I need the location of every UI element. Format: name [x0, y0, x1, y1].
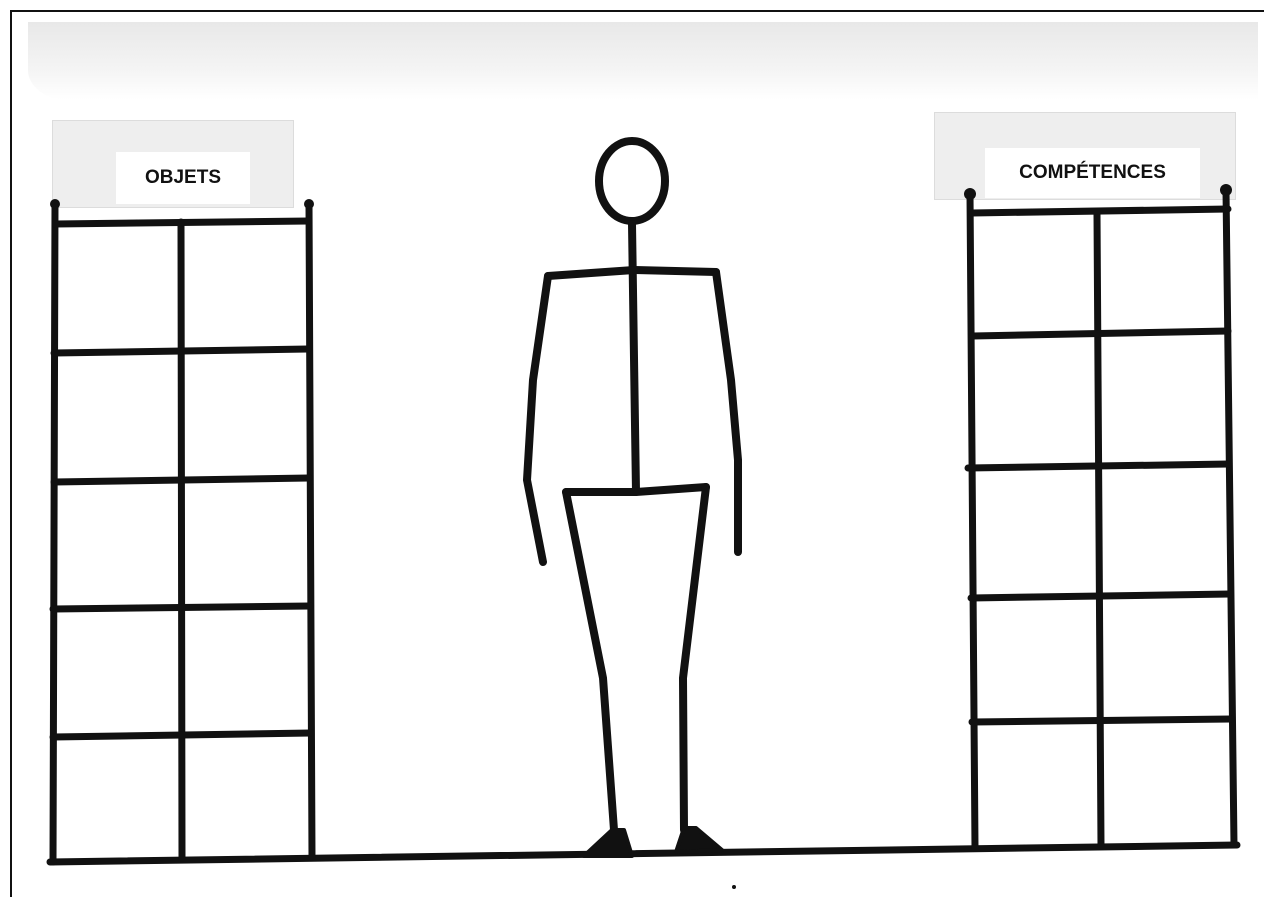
figure-right-leg — [683, 487, 706, 830]
skills-grid — [968, 190, 1234, 848]
figure-neck-spine — [632, 224, 636, 492]
skills-post-cap-right — [1220, 184, 1232, 196]
figure-left-foot — [584, 830, 632, 856]
skills-grid-rule-2 — [973, 331, 1228, 336]
objects-grid-middle-post — [181, 222, 182, 858]
objects-grid-left-post — [53, 204, 55, 862]
skills-post-cap-left — [964, 188, 976, 200]
objects-post-cap-right — [304, 199, 314, 209]
skills-grid-rule-1 — [972, 209, 1228, 213]
skills-grid-left-post — [970, 194, 975, 848]
objects-grid-rule-2 — [54, 349, 308, 353]
figure-left-arm — [527, 276, 548, 562]
skills-grid-rule-4 — [971, 594, 1230, 598]
figure-head — [599, 141, 665, 221]
objects-grid-rule-5 — [53, 733, 311, 737]
figure-right-arm — [716, 272, 738, 552]
skills-grid-right-post — [1226, 190, 1234, 845]
objects-grid-rule-4 — [53, 606, 310, 609]
stick-figure — [527, 141, 738, 830]
objects-post-cap-left — [50, 199, 60, 209]
objects-grid — [53, 203, 312, 862]
skills-grid-rule-3 — [968, 464, 1229, 468]
figure-left-leg — [566, 492, 614, 830]
ink-speck — [732, 885, 736, 889]
objects-grid-rule-3 — [54, 478, 309, 482]
skills-grid-rule-5 — [972, 719, 1231, 722]
ground-line — [50, 845, 1237, 862]
figure-right-foot — [676, 828, 722, 852]
objects-grid-rule-1 — [55, 221, 309, 224]
objects-grid-right-post — [309, 203, 312, 857]
skills-grid-middle-post — [1097, 214, 1101, 846]
